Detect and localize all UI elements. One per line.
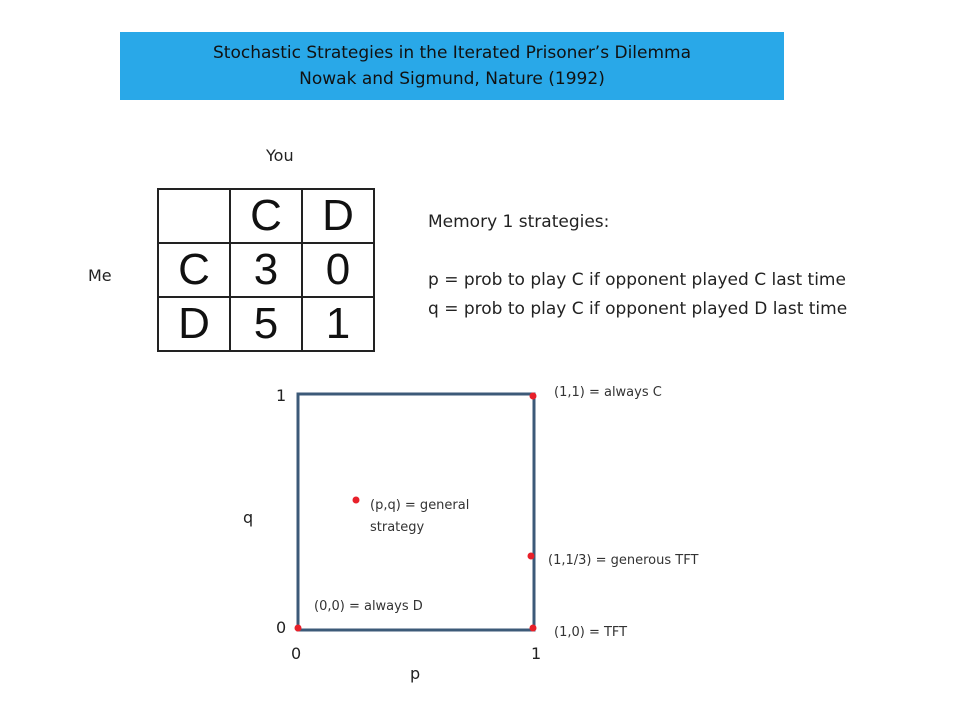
label-always-c: (1,1) = always C: [554, 385, 662, 400]
y-axis-label: q: [243, 508, 254, 527]
x-tick-0: 0: [291, 644, 302, 663]
y-tick-1: 1: [276, 386, 287, 405]
title-line-1: Stochastic Strategies in the Iterated Pr…: [212, 43, 692, 63]
strategy-square: [296, 392, 536, 632]
point-general-strategy: [352, 496, 360, 504]
payoff-row: C 3 0: [157, 242, 375, 298]
payoff-header-row: C D: [157, 188, 375, 244]
x-tick-1: 1: [531, 644, 542, 663]
label-general-strategy-line2: strategy: [370, 520, 425, 535]
point-always-d: [294, 624, 302, 632]
q-definition: q = prob to play C if opponent played D …: [428, 299, 848, 319]
payoff-row: D 5 1: [157, 296, 375, 352]
payoff-column-header: C: [229, 188, 303, 244]
label-generous-tft: (1,1/3) = generous TFT: [548, 553, 699, 568]
x-axis-label: p: [410, 664, 421, 683]
point-always-c: [529, 392, 537, 400]
payoff-column-header: D: [301, 188, 375, 244]
strategies-heading: Memory 1 strategies:: [428, 212, 610, 232]
p-definition: p = prob to play C if opponent played C …: [428, 270, 846, 290]
payoff-cell: 3: [229, 242, 303, 298]
row-player-label: Me: [88, 266, 112, 285]
label-general-strategy-line1: (p,q) = general: [370, 498, 470, 513]
payoff-cell: 5: [229, 296, 303, 352]
payoff-matrix: C D C 3 0 D 5 1: [157, 188, 375, 352]
strategy-definitions: Memory 1 strategies: p = prob to play C …: [428, 208, 847, 324]
label-tft: (1,0) = TFT: [554, 625, 628, 640]
payoff-row-header: D: [157, 296, 231, 352]
payoff-row-header: C: [157, 242, 231, 298]
title-banner: Stochastic Strategies in the Iterated Pr…: [120, 32, 784, 100]
column-player-label: You: [266, 146, 294, 165]
title-line-2: Nowak and Sigmund, Nature (1992): [299, 69, 605, 89]
payoff-cell: 0: [301, 242, 375, 298]
payoff-corner-cell: [157, 188, 231, 244]
label-always-d: (0,0) = always D: [314, 599, 423, 614]
point-generous-tft: [527, 552, 535, 560]
payoff-cell: 1: [301, 296, 375, 352]
y-tick-0: 0: [276, 618, 287, 637]
point-tft: [529, 624, 537, 632]
